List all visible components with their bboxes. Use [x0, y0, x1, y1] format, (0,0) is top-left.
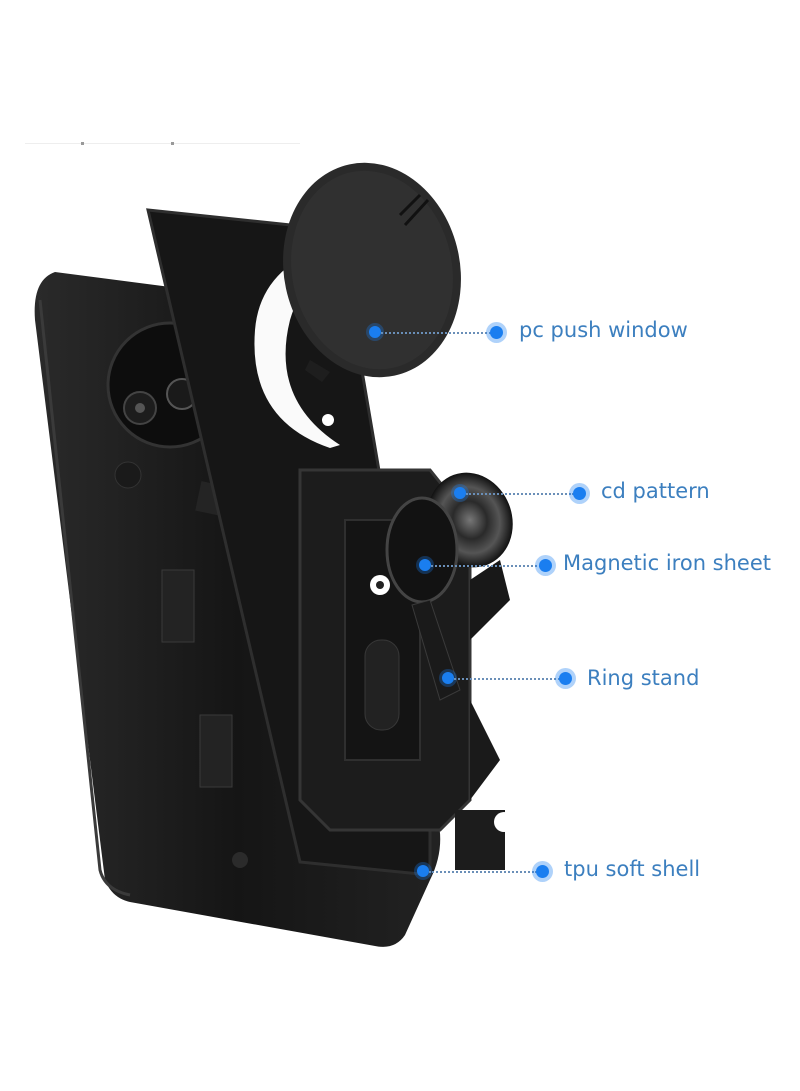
marker-dot-icon — [539, 559, 552, 572]
callout-label: pc push window — [519, 318, 688, 342]
marker-dot-icon — [454, 487, 466, 499]
divider-tick — [171, 142, 174, 145]
divider — [25, 142, 300, 145]
callout-label: tpu soft shell — [564, 857, 701, 881]
divider-tick — [81, 142, 84, 145]
marker-dot-icon — [419, 559, 431, 571]
marker-dot-icon — [442, 672, 454, 684]
callout-label: cd pattern — [601, 479, 710, 503]
marker-dot-icon — [490, 326, 503, 339]
marker-dot-icon — [369, 326, 381, 338]
connector-line — [429, 871, 537, 873]
connector-line — [381, 332, 491, 334]
callout-label: Ring stand — [587, 666, 700, 690]
marker-dot-icon — [559, 672, 572, 685]
marker-dot-icon — [536, 865, 549, 878]
marker-dot-icon — [573, 487, 586, 500]
connector-line — [454, 678, 560, 680]
connector-line — [466, 493, 574, 495]
callout-label: Magnetic iron sheet — [563, 551, 772, 575]
marker-dot-icon — [417, 865, 429, 877]
pc-push-window — [283, 162, 461, 382]
connector-line — [431, 565, 541, 567]
